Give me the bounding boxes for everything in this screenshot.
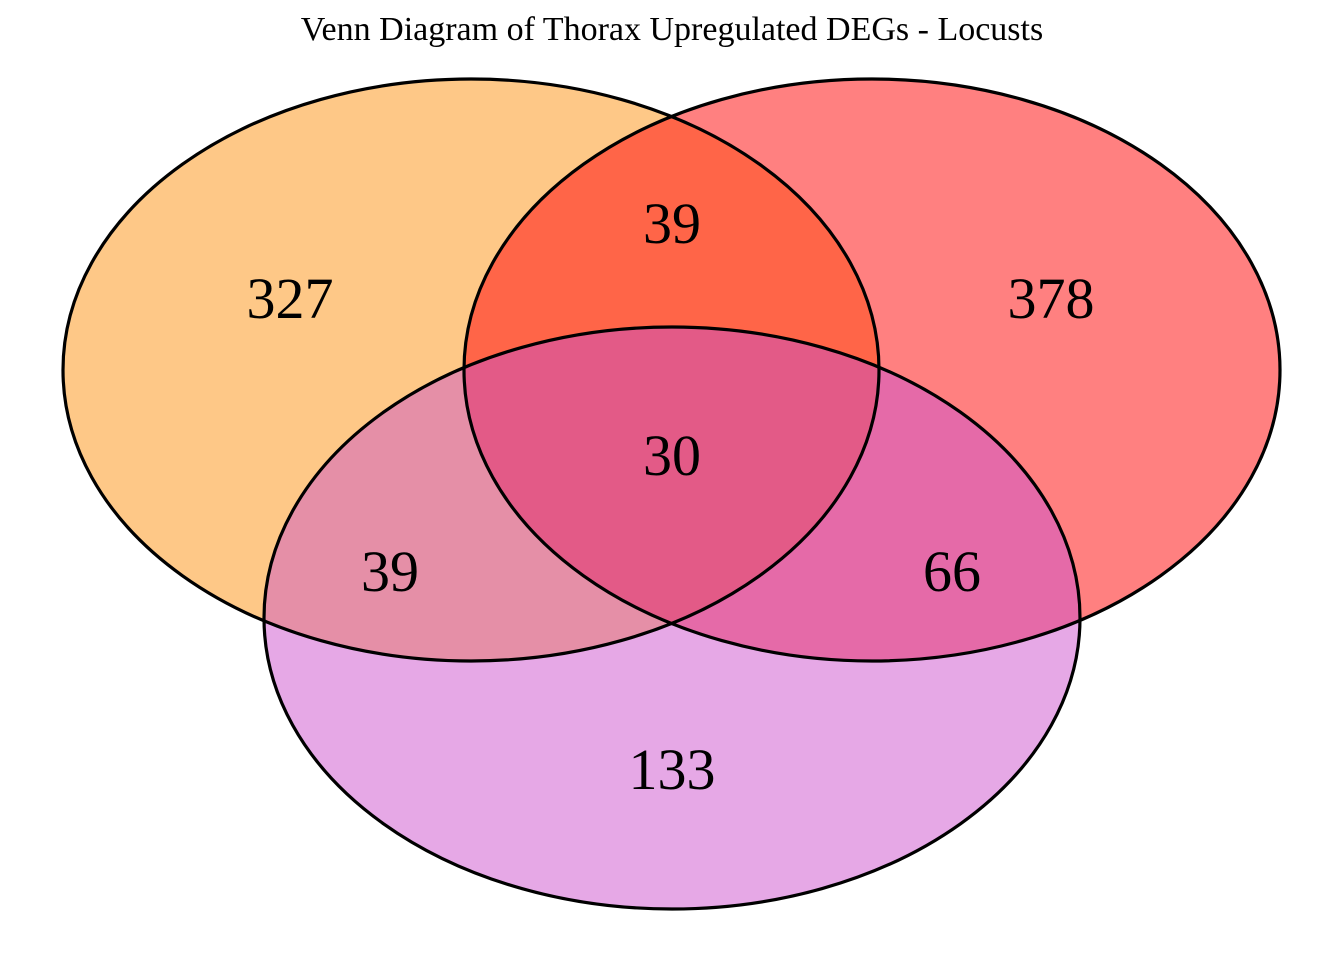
set-a-outline	[61, 77, 881, 663]
region-ac-count: 39	[361, 539, 419, 604]
diagram-title: Venn Diagram of Thorax Upregulated DEGs …	[301, 11, 1043, 48]
region-ab-count: 39	[643, 191, 701, 256]
region-c-only-count: 133	[629, 737, 716, 802]
region-a-only-count: 327	[247, 266, 334, 331]
set-b-outline	[462, 77, 1282, 663]
set-c-outline	[262, 325, 1082, 911]
region-b-only-count: 378	[1008, 266, 1095, 331]
region-abc-count: 30	[643, 423, 701, 488]
region-bc-count: 66	[923, 539, 981, 604]
